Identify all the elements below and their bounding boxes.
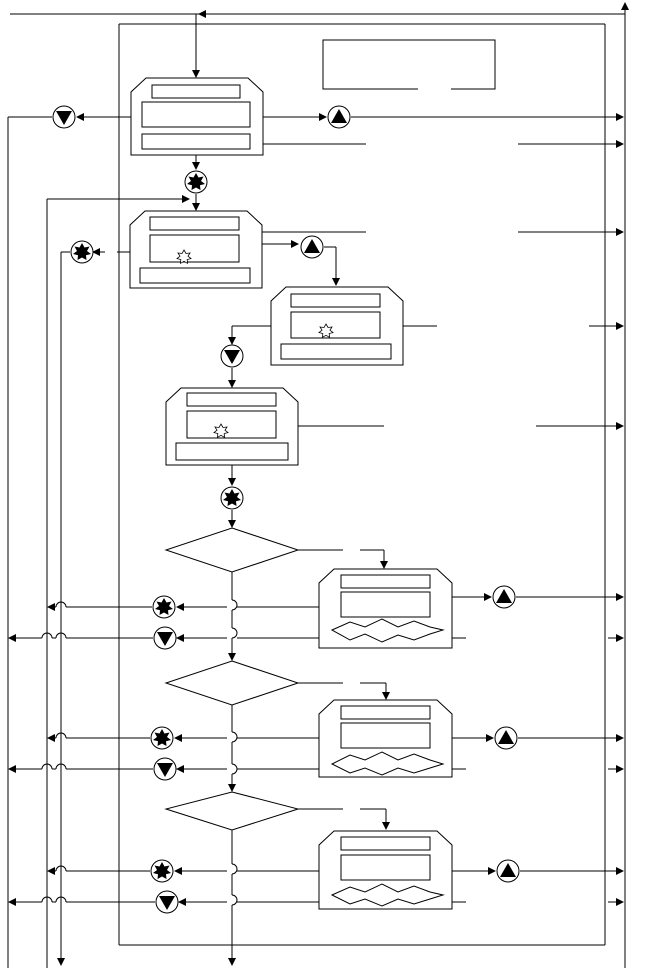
down-triangle-icon (153, 757, 177, 781)
up-triangle-icon (327, 105, 351, 129)
up-triangle-icon (496, 859, 520, 883)
star-burst-icon (150, 726, 174, 750)
star-burst-icon (152, 595, 176, 619)
up-triangle-icon (492, 585, 516, 609)
block-2-connectors (61, 228, 624, 286)
process-block-5 (318, 568, 453, 649)
star-burst-icon (184, 170, 208, 194)
process-block-2 (129, 210, 263, 289)
process-block-7 (318, 830, 453, 910)
legend-box (322, 39, 496, 90)
star-burst-icon (220, 486, 244, 510)
block-4-connectors (220, 422, 624, 528)
entry-connector (192, 10, 206, 78)
block-7-connectors (8, 859, 624, 914)
down-triangle-icon (155, 890, 179, 914)
process-block-4 (165, 387, 299, 466)
block-6-connectors (8, 726, 624, 781)
decision-2-connectors (228, 682, 390, 792)
star-burst-icon (150, 859, 174, 883)
block-1-connectors (8, 105, 624, 211)
outer-frame (10, 2, 629, 968)
decision-1 (164, 527, 300, 573)
down-triangle-icon (220, 344, 244, 368)
decision-3-connectors (228, 808, 390, 966)
down-triangle-icon (153, 626, 177, 650)
left-bus-lines (7, 117, 65, 968)
down-triangle-icon (52, 105, 76, 129)
decision-2 (164, 660, 300, 706)
block-5-connectors (8, 585, 624, 650)
process-block-1 (130, 77, 264, 156)
block-3-connectors (220, 322, 624, 388)
star-burst-icon (70, 240, 94, 264)
up-triangle-icon (300, 235, 324, 259)
up-triangle-icon (494, 726, 518, 750)
decision-3 (164, 791, 300, 831)
process-block-6 (318, 699, 453, 778)
decision-1-connectors (228, 549, 388, 661)
process-block-3 (270, 286, 404, 366)
